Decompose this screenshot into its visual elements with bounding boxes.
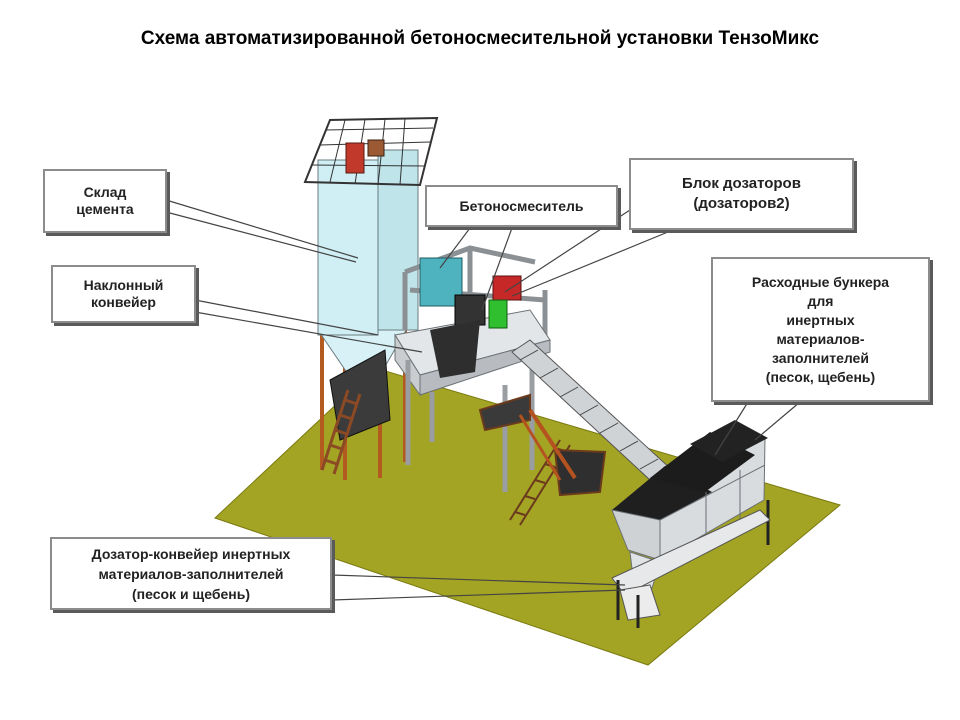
diagram-title: Схема автоматизированной бетоносмеситель… [140, 28, 820, 49]
center-stairs [478, 393, 607, 526]
dosing-red [492, 275, 522, 301]
label-line: для [807, 292, 834, 309]
label-line: инертных [786, 311, 855, 328]
dosing-green [488, 299, 508, 329]
label-mixer: Бетоносмеситель [425, 185, 618, 227]
label-line: материалов- [776, 330, 865, 347]
label-cement-silo: Склад цемента [43, 169, 167, 233]
mixer-outlet [430, 320, 480, 378]
label-incline-conveyor: Наклонный конвейер [51, 265, 196, 323]
label-line: Наклонный [83, 277, 164, 293]
label-line: Склад [83, 184, 127, 200]
label-line: Расходные бункера [751, 273, 890, 290]
label-line: Бетоносмеситель [459, 197, 584, 214]
left-stairs [320, 389, 362, 475]
label-dosing-conveyor: Дозатор-конвейер инертных материалов-зап… [50, 537, 332, 610]
label-line: (песок и щебень) [131, 585, 251, 602]
label-line: Дозатор-конвейер инертных [91, 545, 291, 562]
label-line: Блок дозаторов [682, 175, 801, 192]
label-line: материалов-заполнителей [98, 565, 284, 582]
label-hoppers: Расходные бункера для инертных материало… [711, 257, 930, 402]
label-line: цемента [76, 201, 134, 217]
label-dosing-block: Блок дозаторов (дозаторов2) [629, 158, 854, 230]
label-line: конвейер [91, 294, 156, 310]
dosing-belt-conveyor [611, 509, 771, 628]
aggregate-hoppers [611, 420, 770, 589]
cement-silo [303, 116, 439, 336]
label-line: (песок, щебень) [765, 368, 876, 385]
label-line: (дозаторов2) [693, 195, 790, 212]
label-line: заполнителей [772, 349, 869, 366]
leader-lines [165, 199, 801, 601]
